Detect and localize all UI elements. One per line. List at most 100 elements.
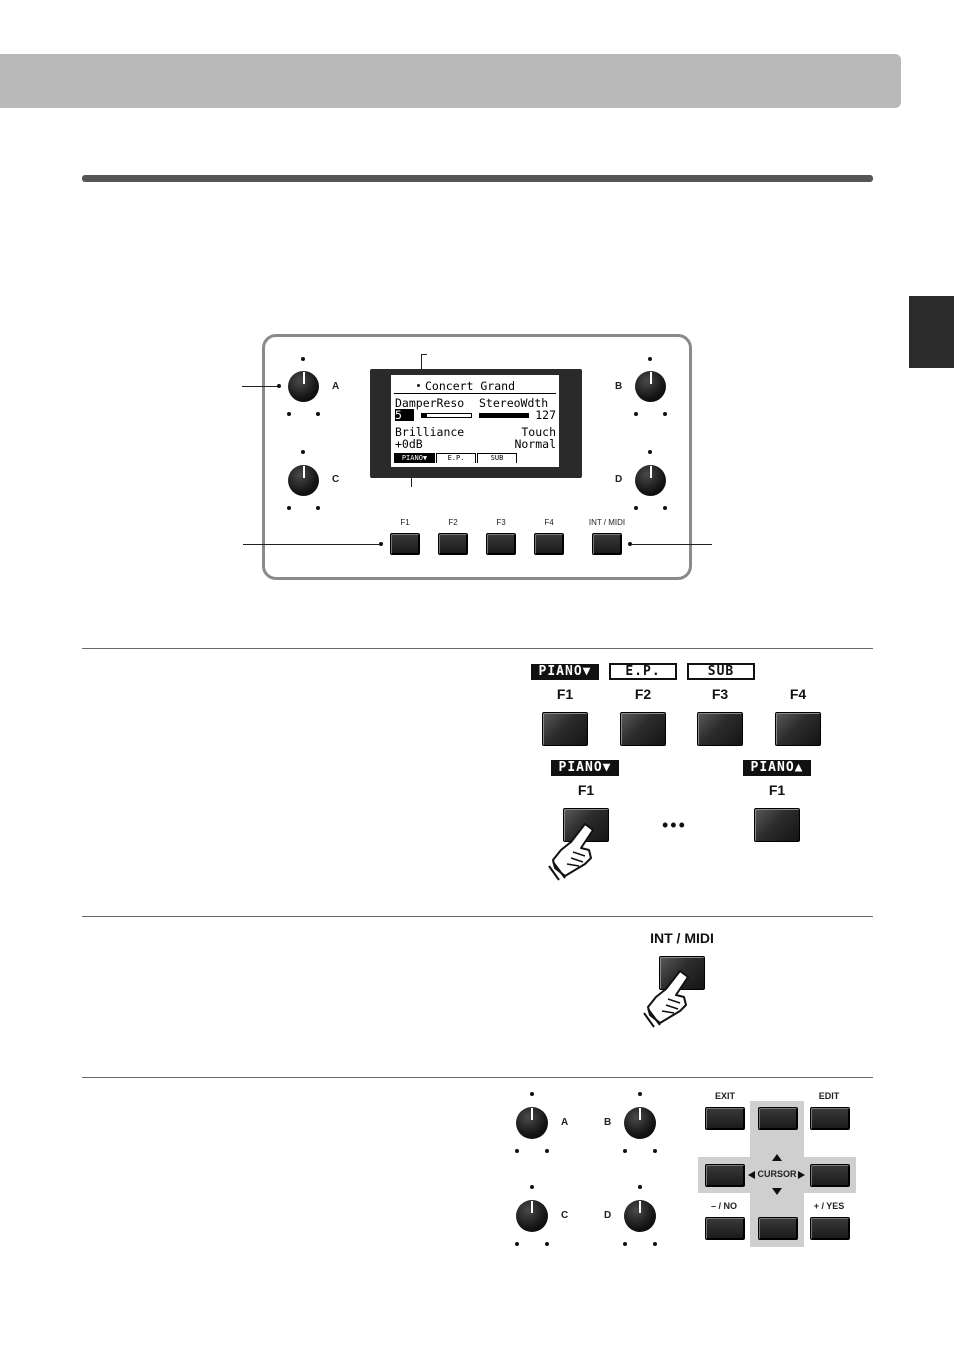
knob-d-label: D — [615, 474, 623, 485]
lcd-tab-ep: E.P. — [436, 453, 476, 463]
ellipsis: ••• — [662, 815, 687, 835]
lcd-param3-name: Brilliance — [395, 425, 465, 439]
int-midi-button[interactable] — [592, 533, 622, 555]
cursor-down-arrow-icon — [772, 1188, 782, 1195]
int-midi-label: INT / MIDI — [588, 518, 626, 527]
knob-b-dot — [638, 1092, 642, 1096]
knob-a-dot — [530, 1092, 534, 1096]
callout-line-int-midi — [632, 544, 712, 545]
lcd-param1-bar — [421, 413, 472, 418]
edit-button[interactable] — [810, 1107, 850, 1130]
f1-button[interactable] — [390, 533, 420, 555]
knob-c-dot — [316, 506, 320, 510]
yes-button[interactable] — [810, 1217, 850, 1240]
knob-c-dot — [545, 1242, 549, 1246]
knob-d[interactable] — [624, 1200, 656, 1232]
knob-d-dot — [623, 1242, 627, 1246]
knob-b-label: B — [604, 1117, 612, 1128]
lcd-param4-name: Touch — [521, 425, 556, 439]
knob-d[interactable] — [635, 465, 666, 496]
knob-b-dot — [623, 1149, 627, 1153]
cursor-right-button[interactable] — [810, 1164, 850, 1187]
f2-label: F2 — [448, 518, 458, 527]
f4-label: F4 — [544, 518, 554, 527]
lcd-tab-sub: SUB — [477, 453, 517, 463]
f1-label: F1 — [400, 518, 410, 527]
f2-button[interactable] — [620, 712, 666, 746]
knob-d-dot — [663, 506, 667, 510]
knob-d-dot — [634, 506, 638, 510]
cursor-down-button[interactable] — [758, 1217, 798, 1240]
knob-c-dot — [301, 450, 305, 454]
knob-a-dot — [515, 1149, 519, 1153]
lcd-param1-value: 5 — [395, 409, 414, 421]
f1-button[interactable] — [542, 712, 588, 746]
f3-label: F3 — [711, 686, 729, 702]
exit-label: EXIT — [714, 1091, 735, 1101]
f1-button[interactable] — [754, 808, 800, 842]
lcd-param4-value: Normal — [514, 437, 556, 451]
knob-b-label: B — [615, 381, 623, 392]
exit-button[interactable] — [705, 1107, 745, 1130]
knob-a-dot — [287, 412, 291, 416]
f1-label: F1 — [556, 686, 574, 702]
title-rule — [82, 175, 873, 182]
cursor-right-arrow-icon — [798, 1171, 805, 1179]
callout-dot — [628, 542, 632, 546]
f4-button[interactable] — [534, 533, 564, 555]
knob-d-dot — [653, 1242, 657, 1246]
tab-piano-up: PIANO▲ — [743, 760, 811, 776]
cursor-left-button[interactable] — [705, 1164, 745, 1187]
lcd-param3-value: +0dB — [395, 437, 423, 451]
lcd-param1-name: DamperReso — [395, 396, 465, 410]
lcd-param2-bar — [479, 413, 529, 418]
header-band — [0, 54, 901, 108]
knob-b[interactable] — [635, 371, 666, 402]
knob-b[interactable] — [624, 1107, 656, 1139]
edit-label: EDIT — [818, 1091, 840, 1101]
knob-c[interactable] — [516, 1200, 548, 1232]
knob-b-dot — [653, 1149, 657, 1153]
no-button[interactable] — [705, 1217, 745, 1240]
lcd-title: Concert Grand — [425, 379, 516, 393]
f3-label: F3 — [496, 518, 506, 527]
yes-label: + / YES — [813, 1201, 845, 1211]
callout-dot — [277, 384, 281, 388]
section-divider — [82, 648, 873, 649]
tab-piano-down: PIANO▼ — [551, 760, 619, 776]
knob-c[interactable] — [288, 465, 319, 496]
no-label: – / NO — [710, 1201, 737, 1211]
knob-c-dot — [530, 1185, 534, 1189]
lcd-param2-name: StereoWdth — [479, 396, 549, 410]
f4-button[interactable] — [775, 712, 821, 746]
cursor-up-button[interactable] — [758, 1107, 798, 1130]
knob-b-dot — [663, 412, 667, 416]
pressing-finger-icon — [643, 970, 689, 1028]
callout-line-lcd-title — [421, 354, 427, 355]
f3-button[interactable] — [697, 712, 743, 746]
section-divider — [82, 916, 873, 917]
pressing-finger-icon — [548, 823, 594, 881]
knob-a-dot — [545, 1149, 549, 1153]
section-divider — [82, 1077, 873, 1078]
knob-a[interactable] — [288, 371, 319, 402]
f3-button[interactable] — [486, 533, 516, 555]
tab-ep: E.P. — [609, 663, 677, 680]
knob-b-dot — [648, 357, 652, 361]
int-midi-label: INT / MIDI — [650, 930, 714, 946]
section-tab — [909, 296, 954, 368]
knob-b-dot — [634, 412, 638, 416]
knob-d-dot — [648, 450, 652, 454]
knob-c-label: C — [561, 1210, 569, 1221]
knob-a-dot — [301, 357, 305, 361]
cursor-label: CURSOR — [757, 1169, 797, 1179]
f4-label: F4 — [789, 686, 807, 702]
f2-button[interactable] — [438, 533, 468, 555]
f2-label: F2 — [634, 686, 652, 702]
f1-label: F1 — [577, 782, 595, 798]
f1-label: F1 — [768, 782, 786, 798]
tab-sub: SUB — [687, 663, 755, 680]
lcd-param2-value: 127 — [535, 408, 556, 422]
lcd-title-marker — [417, 384, 420, 387]
knob-a[interactable] — [516, 1107, 548, 1139]
